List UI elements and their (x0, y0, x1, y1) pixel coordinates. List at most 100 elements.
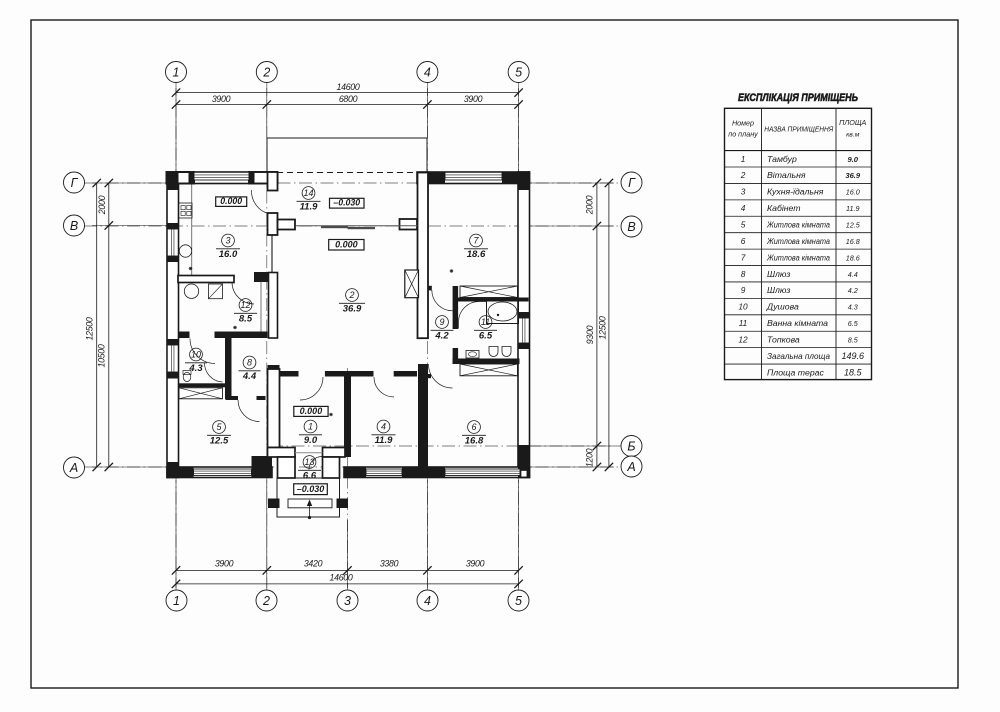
svg-text:12500: 12500 (598, 316, 608, 339)
svg-text:2: 2 (348, 290, 354, 300)
svg-text:3: 3 (741, 187, 746, 197)
svg-text:Житлова кімната: Житлова кімната (766, 219, 830, 229)
svg-text:6: 6 (471, 422, 476, 432)
svg-text:12.5: 12.5 (846, 220, 861, 229)
svg-text:В: В (70, 219, 78, 233)
svg-text:16.8: 16.8 (465, 436, 484, 447)
svg-text:14600: 14600 (330, 573, 353, 583)
svg-text:2: 2 (740, 170, 746, 180)
svg-text:ЕКСПЛІКАЦІЯ ПРИМІЩЕНЬ: ЕКСПЛІКАЦІЯ ПРИМІЩЕНЬ (738, 92, 858, 104)
svg-text:9.0: 9.0 (304, 435, 318, 446)
svg-text:–0.030: –0.030 (297, 484, 325, 494)
svg-text:5: 5 (216, 422, 222, 432)
svg-text:3900: 3900 (212, 94, 231, 104)
svg-text:4: 4 (741, 203, 746, 213)
svg-text:11.9: 11.9 (300, 202, 319, 213)
svg-text:Вітальня: Вітальня (767, 170, 806, 180)
svg-text:1: 1 (308, 422, 313, 432)
svg-text:Житлова кімната: Житлова кімната (766, 252, 830, 262)
svg-text:4.2: 4.2 (848, 286, 858, 295)
svg-text:11.9: 11.9 (375, 435, 394, 446)
svg-text:8: 8 (247, 358, 252, 368)
svg-text:11.9: 11.9 (846, 204, 859, 213)
svg-text:4.3: 4.3 (188, 363, 203, 374)
svg-text:6.6: 6.6 (303, 471, 317, 482)
svg-text:1200: 1200 (585, 448, 595, 467)
svg-text:8.5: 8.5 (848, 335, 859, 344)
svg-text:10: 10 (738, 302, 748, 312)
svg-text:8: 8 (741, 269, 746, 279)
svg-text:9300: 9300 (585, 325, 595, 344)
svg-text:3420: 3420 (304, 559, 323, 569)
svg-text:–0.030: –0.030 (333, 198, 360, 208)
svg-text:11: 11 (739, 318, 748, 328)
svg-text:13: 13 (304, 457, 314, 467)
svg-text:А: А (69, 461, 78, 475)
svg-text:Шлюз: Шлюз (767, 285, 790, 295)
svg-text:16.0: 16.0 (219, 249, 238, 260)
svg-text:9: 9 (741, 285, 746, 295)
svg-text:12.5: 12.5 (210, 436, 229, 447)
svg-text:18.5: 18.5 (844, 367, 863, 377)
svg-text:Б: Б (627, 439, 635, 453)
svg-text:16.8: 16.8 (846, 237, 860, 246)
svg-text:5: 5 (741, 219, 746, 229)
svg-text:9.0: 9.0 (847, 155, 858, 164)
svg-text:9: 9 (439, 317, 444, 327)
svg-text:6.5: 6.5 (479, 331, 493, 342)
svg-text:12: 12 (738, 334, 748, 344)
svg-text:16.0: 16.0 (846, 188, 860, 197)
svg-text:Шлюз: Шлюз (767, 269, 790, 279)
svg-text:6800: 6800 (339, 94, 358, 104)
svg-text:3: 3 (225, 236, 230, 246)
svg-text:18.6: 18.6 (467, 249, 486, 260)
svg-text:Площа терас: Площа терас (767, 367, 824, 377)
svg-text:8.5: 8.5 (239, 314, 253, 325)
svg-text:Душова: Душова (766, 302, 799, 312)
svg-text:Ванна кімната: Ванна кімната (767, 318, 828, 328)
svg-text:5: 5 (515, 594, 522, 608)
svg-text:2: 2 (262, 594, 270, 608)
svg-text:4.4: 4.4 (848, 270, 858, 279)
svg-text:ПЛОЩА: ПЛОЩА (839, 118, 866, 127)
svg-text:3: 3 (344, 594, 351, 608)
svg-text:4: 4 (381, 422, 386, 432)
svg-text:1: 1 (173, 594, 180, 608)
svg-text:Кабінет: Кабінет (767, 203, 801, 213)
svg-text:Житлова кімната: Житлова кімната (766, 236, 830, 246)
svg-text:4: 4 (424, 65, 431, 79)
svg-text:Кухня-їдальня: Кухня-їдальня (767, 187, 824, 197)
svg-text:149.6: 149.6 (841, 351, 864, 361)
svg-text:3900: 3900 (464, 94, 483, 104)
svg-text:5: 5 (515, 65, 522, 79)
svg-text:6.5: 6.5 (848, 319, 859, 328)
svg-text:7: 7 (741, 252, 746, 262)
svg-text:14600: 14600 (337, 82, 360, 92)
svg-text:11: 11 (481, 317, 490, 327)
svg-text:Г: Г (71, 176, 79, 190)
svg-text:1: 1 (173, 65, 180, 79)
svg-text:А: А (626, 460, 635, 474)
svg-text:4.2: 4.2 (434, 331, 449, 342)
svg-text:НАЗВА ПРИМІЩЕННЯ: НАЗВА ПРИМІЩЕННЯ (764, 125, 834, 134)
svg-text:2000: 2000 (585, 195, 595, 215)
svg-text:0.000: 0.000 (220, 196, 242, 206)
svg-text:Загальна площа: Загальна площа (767, 351, 830, 361)
svg-text:по плану: по плану (728, 129, 758, 138)
svg-text:0.000: 0.000 (300, 406, 323, 416)
svg-text:3900: 3900 (466, 559, 485, 569)
svg-text:В: В (627, 220, 635, 234)
svg-text:36.9: 36.9 (845, 171, 861, 180)
svg-text:12500: 12500 (85, 317, 95, 340)
svg-text:Тамбур: Тамбур (767, 154, 797, 164)
svg-text:1: 1 (741, 154, 746, 164)
svg-text:4.3: 4.3 (848, 303, 858, 312)
svg-text:3380: 3380 (380, 559, 399, 569)
svg-text:Номер: Номер (732, 119, 754, 128)
svg-text:10500: 10500 (97, 344, 107, 367)
svg-text:36.9: 36.9 (343, 304, 362, 315)
svg-text:4: 4 (424, 594, 431, 608)
svg-text:2000: 2000 (97, 195, 107, 215)
svg-text:2: 2 (262, 65, 270, 79)
svg-text:0.000: 0.000 (335, 240, 358, 250)
